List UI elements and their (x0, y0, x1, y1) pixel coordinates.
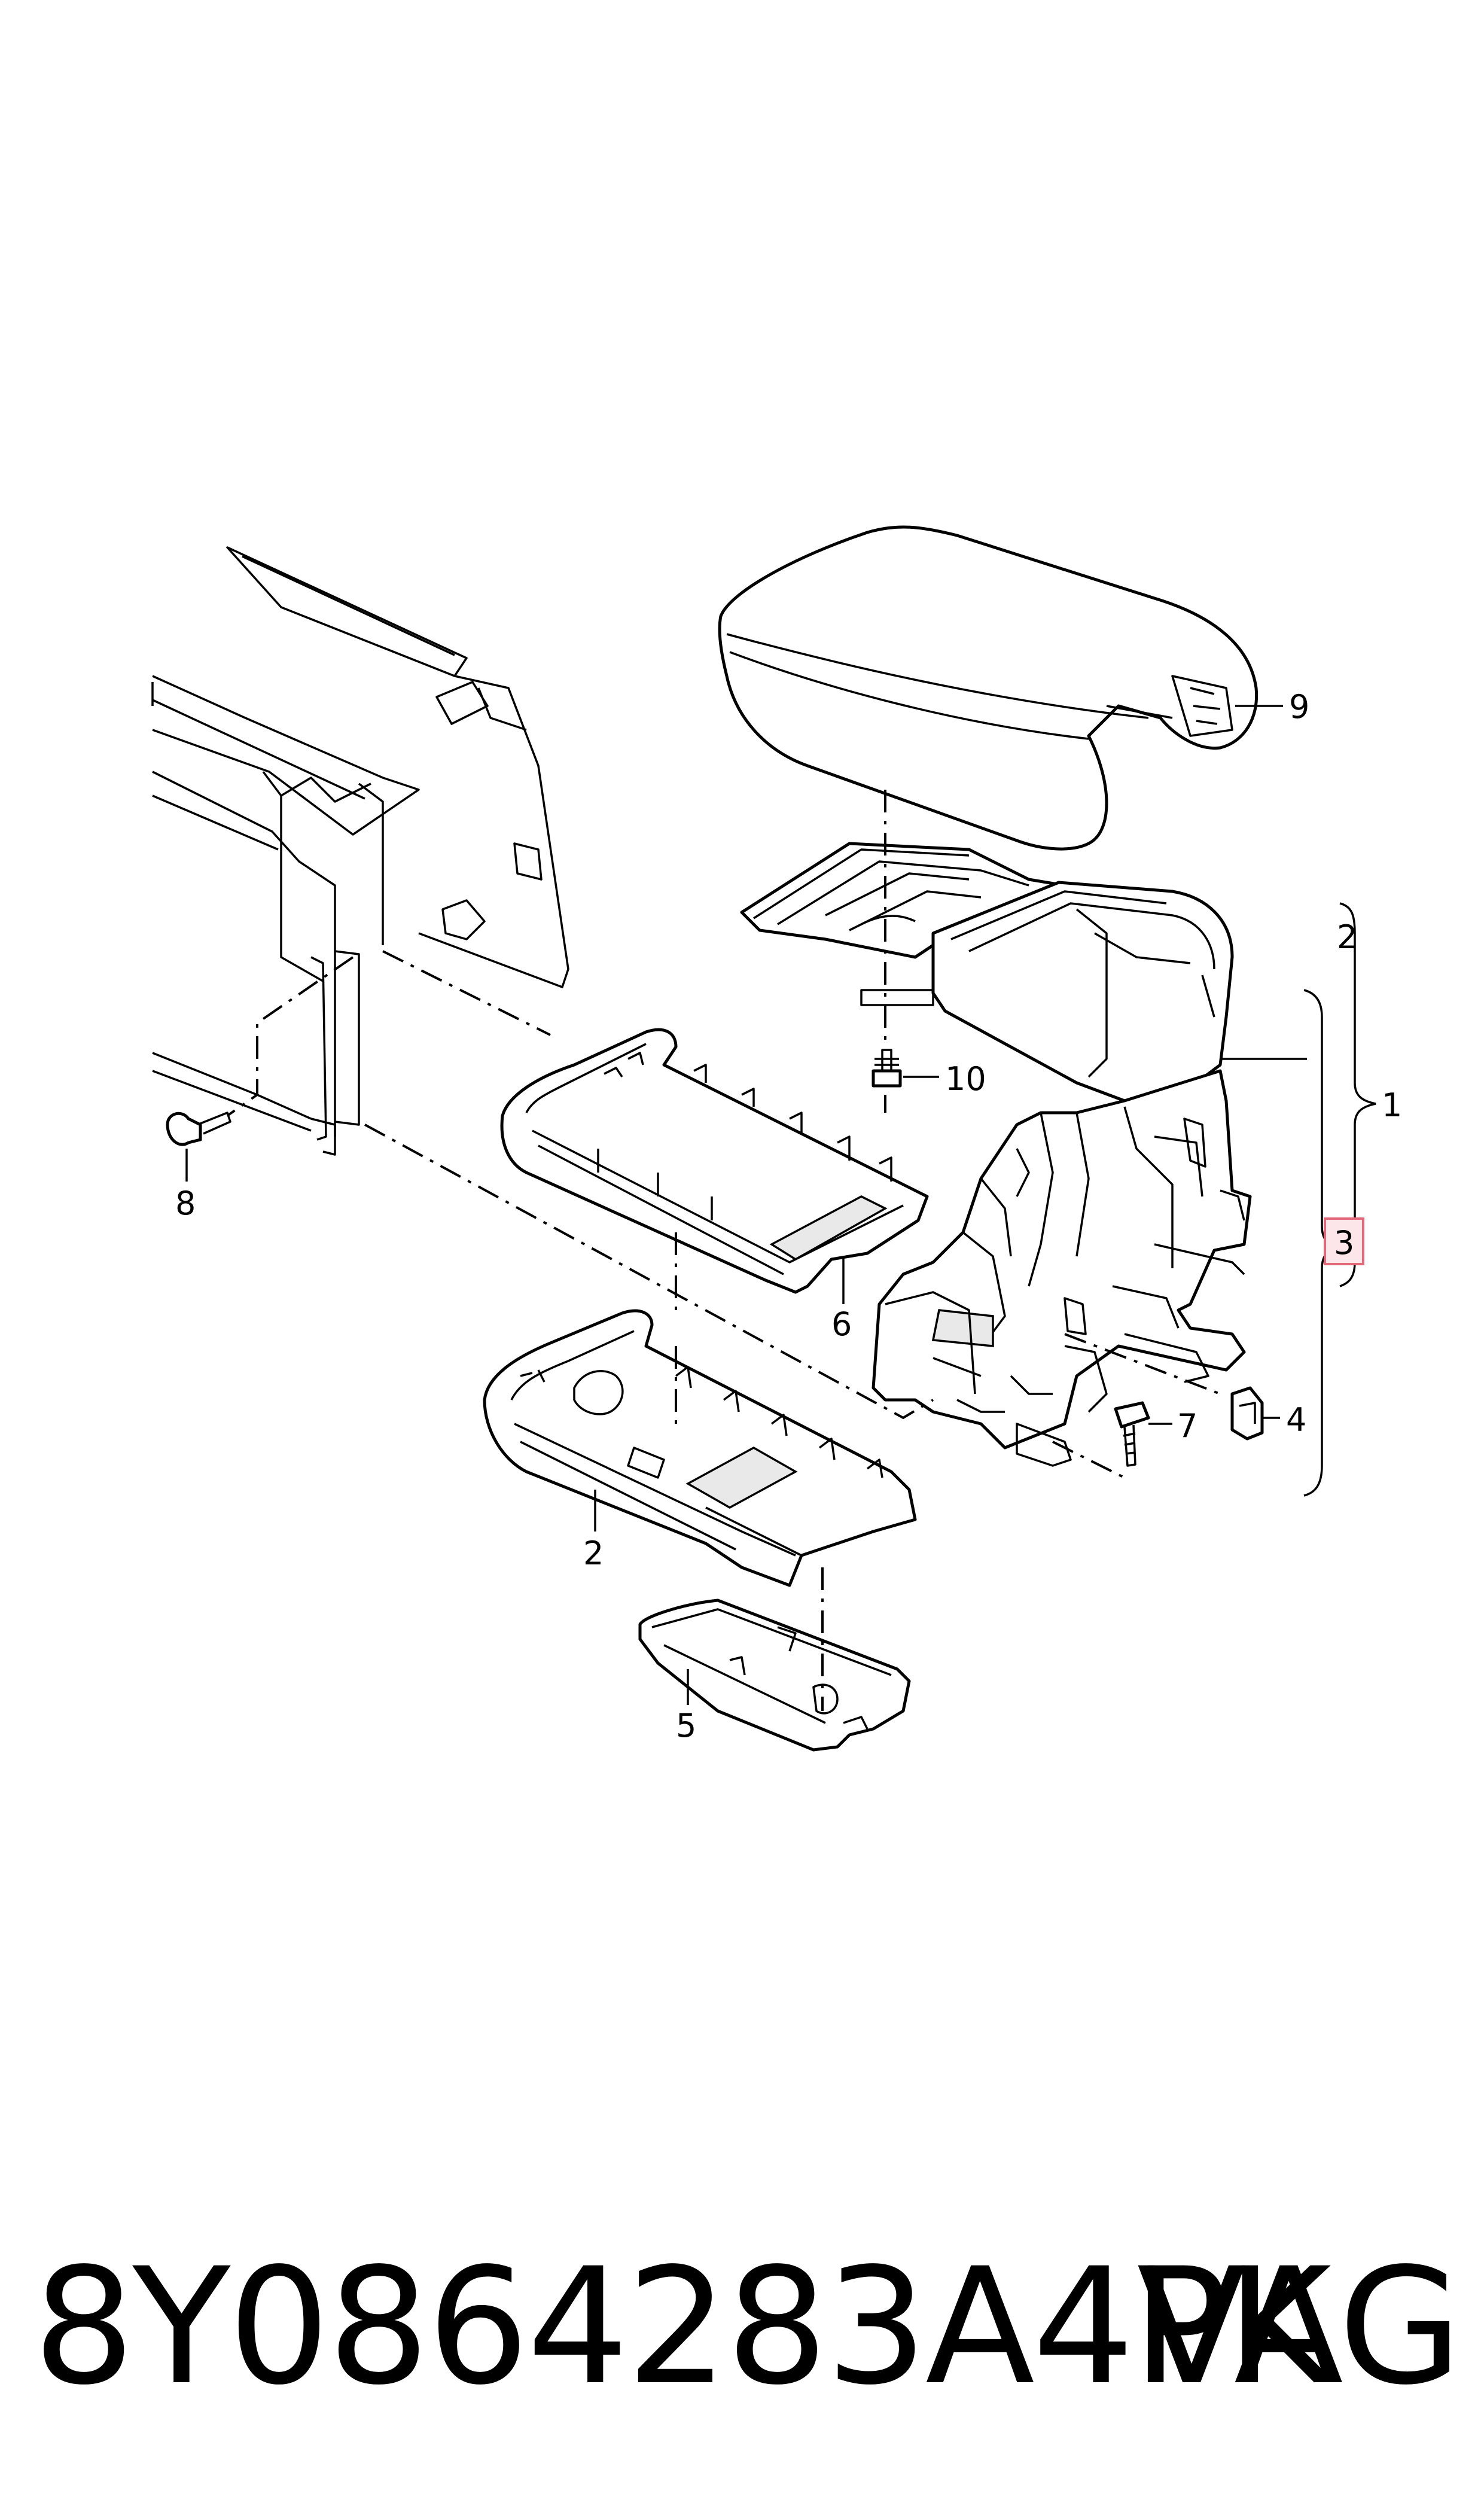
callout-2-lower: 2 (583, 1534, 604, 1572)
part-footer: 8Y0864283A4PK VAG (0, 2213, 1484, 2465)
assembly-guide-lines (226, 790, 1221, 1711)
callout-10: 10 (945, 1060, 986, 1098)
cover-6-drawing (500, 1028, 929, 1294)
screw-10-drawing (871, 1049, 902, 1088)
screw-8-drawing (166, 1112, 231, 1146)
callout-6: 6 (831, 1305, 852, 1343)
callout-3: 3 (1334, 1224, 1354, 1262)
part-number: 8Y0864283A4PK (33, 2234, 1331, 2420)
callout-3-highlight (1324, 1217, 1364, 1265)
callout-7: 7 (1177, 1407, 1197, 1445)
callout-2-upper: 2 (1337, 918, 1357, 956)
console-frame-drawing (151, 546, 569, 1156)
tray-insert-5-drawing (638, 1599, 911, 1752)
callout-4: 4 (1286, 1401, 1306, 1439)
brand-label: VAG (1136, 2234, 1462, 2420)
armrest-housing-drawing (871, 881, 1252, 1467)
callout-9: 9 (1289, 688, 1309, 726)
callout-5: 5 (676, 1707, 696, 1744)
callout-1: 1 (1382, 1086, 1402, 1124)
exploded-parts-diagram: 1 2 3 4 5 6 7 8 9 10 2 (151, 525, 1402, 1752)
armrest-lid-drawing (718, 525, 1258, 851)
callout-8: 8 (175, 1185, 196, 1222)
screw-7-drawing (1114, 1401, 1150, 1467)
storage-tray-drawing (740, 842, 1066, 1006)
clip-4-drawing (1230, 1386, 1264, 1441)
cover-2-drawing (483, 1309, 917, 1587)
